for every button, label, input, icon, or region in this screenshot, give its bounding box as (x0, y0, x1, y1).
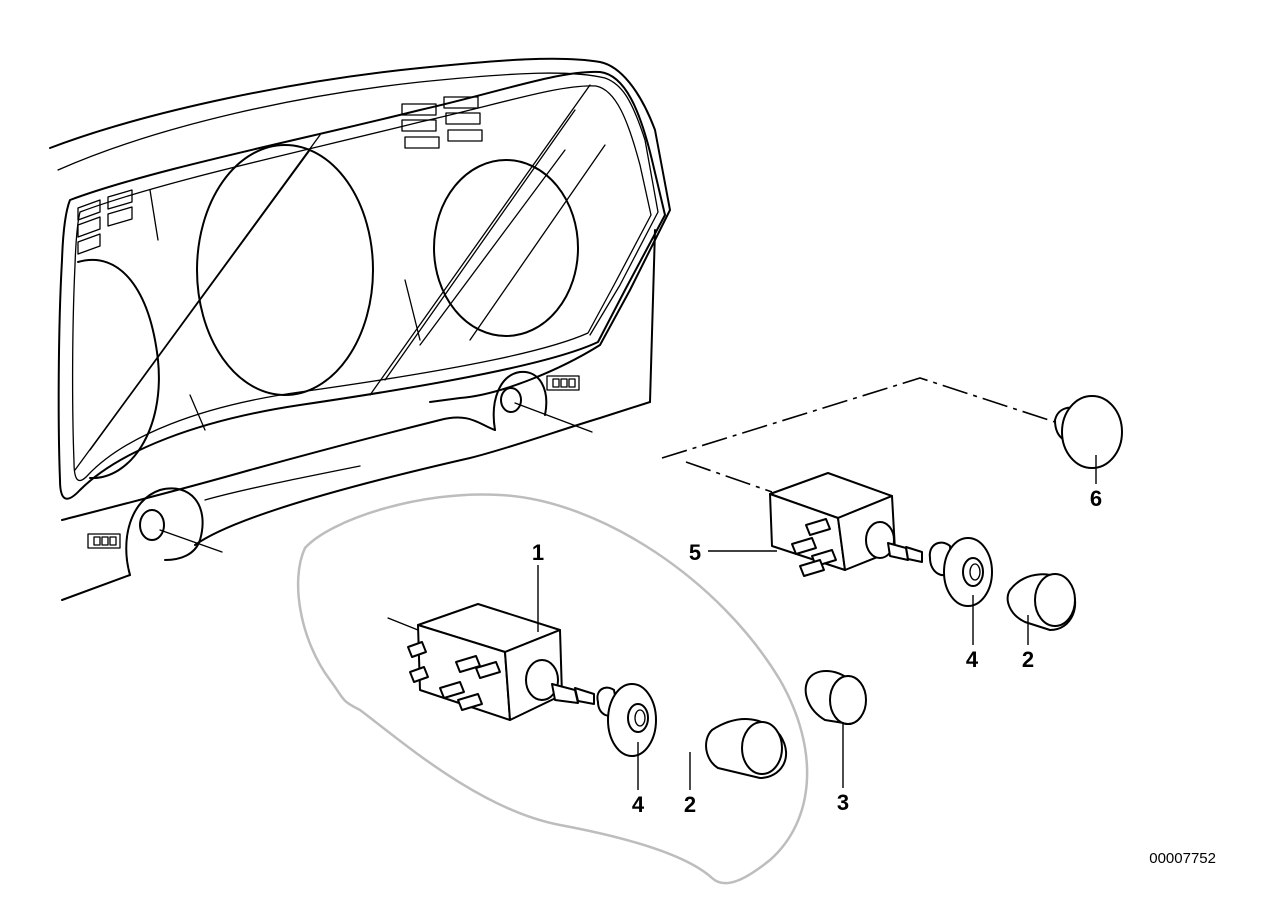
callout-3: 3 (837, 790, 849, 815)
button-cap-2-upper (1006, 573, 1077, 631)
callout-2-upper: 2 (1022, 647, 1034, 672)
callout-5: 5 (689, 540, 701, 565)
button-cap-3 (804, 670, 867, 725)
grommet-4-upper (928, 537, 993, 607)
callout-6: 6 (1090, 486, 1102, 511)
tachometer-dial (433, 159, 579, 337)
speedometer-dial (196, 144, 374, 396)
cover-cap-6 (1054, 395, 1123, 469)
variant-outline (296, 493, 809, 885)
button-cap-2-lower (705, 718, 787, 779)
callout-4-lower: 4 (632, 792, 645, 817)
document-number: 00007752 (1149, 850, 1216, 867)
warning-lamps-right (401, 96, 483, 149)
relay-switch-1 (387, 603, 595, 721)
symbol-plate-right (546, 375, 580, 391)
leader-lines (537, 455, 1097, 790)
relay-switch-5 (769, 472, 923, 577)
left-gauge-dial (77, 259, 160, 480)
assembly-line-mid (685, 461, 773, 493)
callout-1: 1 (532, 540, 544, 565)
symbol-plate-left (87, 533, 121, 549)
assembly-line-upper (661, 377, 1056, 459)
callout-4-upper: 4 (966, 647, 979, 672)
instrument-cluster (49, 57, 671, 601)
grommet-4-lower (596, 683, 657, 757)
callout-2-lower: 2 (684, 792, 696, 817)
warning-lamps-left (77, 189, 133, 255)
